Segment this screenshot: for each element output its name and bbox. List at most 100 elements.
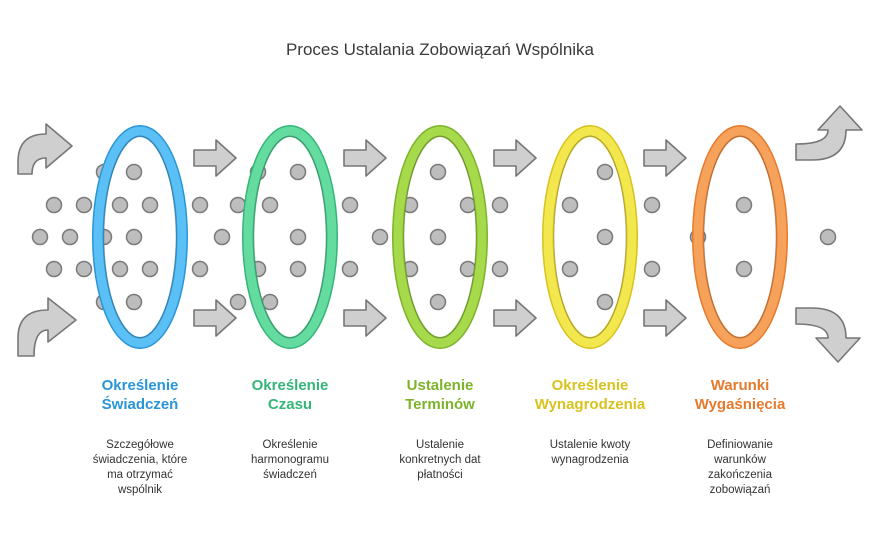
- stage-description-line: zobowiązań: [709, 484, 771, 496]
- stage-title-line: Wynagrodzenia: [534, 396, 646, 413]
- stage-title-line: Świadczeń: [101, 396, 179, 413]
- filter-ring-2-inner: [243, 126, 337, 348]
- stage-description-line: zakończenia: [708, 469, 772, 481]
- particle-dot: [341, 196, 359, 214]
- stage-description-line: Szczegółowe: [106, 439, 174, 451]
- filter-ring-3-inner: [393, 126, 487, 348]
- stage-title-line: Określenie: [551, 377, 629, 394]
- arrow-bottom-4: [643, 299, 687, 337]
- stage-description-line: Określenie: [262, 439, 318, 451]
- particle-dot: [45, 196, 63, 214]
- particle-dot: [141, 260, 159, 278]
- stage-title-line: Określenie: [101, 377, 179, 394]
- stage-title-line: Ustalenie: [406, 377, 474, 394]
- stage-description: Określenie harmonogramu świadczeń: [215, 438, 365, 483]
- diagram-title: Proces Ustalania Zobowiązań Wspólnika: [285, 40, 595, 59]
- filter-ring-4-inner: [543, 126, 637, 348]
- particle-dot: [429, 293, 447, 311]
- particle-dot: [643, 260, 661, 278]
- particle-dot: [111, 260, 129, 278]
- stage-description-line: świadczeń: [263, 469, 317, 481]
- stage-title-line: Określenie: [251, 377, 329, 394]
- filter-ring-5-inner: [693, 126, 787, 348]
- filter-ring-4-edge: [553, 135, 627, 339]
- stage-description-line: wspólnik: [117, 484, 163, 496]
- particle-dot: [125, 163, 143, 181]
- particle-dot: [819, 228, 837, 246]
- arrow-top-4: [643, 139, 687, 177]
- particle-dot: [125, 228, 143, 246]
- curved-arrow-in-bottom: [17, 297, 77, 357]
- particle-dot: [491, 260, 509, 278]
- particle-dot: [191, 260, 209, 278]
- particle-dot: [491, 196, 509, 214]
- particle-dot: [341, 260, 359, 278]
- stage-description-line: Definiowanie: [707, 439, 773, 451]
- curved-arrow-in-top: [17, 123, 73, 175]
- curved-arrow-out-bottom: [795, 307, 861, 363]
- particle-dot: [429, 228, 447, 246]
- arrow-top-2: [343, 139, 387, 177]
- stage-description-line: harmonogramu: [251, 454, 329, 466]
- particle-dot: [596, 163, 614, 181]
- particle-dot: [289, 163, 307, 181]
- particle-dot: [596, 293, 614, 311]
- stage-title-line: Warunki: [710, 377, 770, 394]
- particle-dot: [75, 196, 93, 214]
- particle-dot: [125, 293, 143, 311]
- particle-dot: [735, 260, 753, 278]
- particle-dot: [31, 228, 49, 246]
- stage-description-line: wynagrodzenia: [551, 454, 629, 466]
- arrow-bottom-2: [343, 299, 387, 337]
- filter-ring-3-edge: [403, 135, 477, 339]
- particle-dot: [261, 196, 279, 214]
- particle-dot: [229, 293, 247, 311]
- filter-ring-1-inner: [93, 126, 187, 348]
- arrow-bottom-3: [493, 299, 537, 337]
- particle-dot: [45, 260, 63, 278]
- stage-title-line: Wygaśnięcia: [694, 396, 786, 413]
- stage-title-line: Czasu: [267, 396, 313, 413]
- stage-description-line: konkretnych dat: [399, 454, 481, 466]
- curved-arrow-out-top: [795, 105, 863, 161]
- arrow-top-1: [193, 139, 237, 177]
- stage-description-line: świadczenia, które: [92, 454, 188, 466]
- particle-dot: [429, 163, 447, 181]
- particle-dot: [61, 228, 79, 246]
- filter-ring-2-edge: [253, 135, 327, 339]
- stage-description-line: płatności: [417, 469, 463, 481]
- particle-dot: [289, 228, 307, 246]
- particle-dot: [213, 228, 231, 246]
- stage-description: Definiowanie warunków zakończenia zobowiąza…: [665, 438, 815, 498]
- particle-dot: [141, 196, 159, 214]
- arrow-top-3: [493, 139, 537, 177]
- stage-description: Ustalenie kwoty wynagrodzenia: [515, 438, 665, 468]
- stage-description-line: ma otrzymać: [107, 469, 173, 481]
- stage-description-line: warunków: [714, 454, 766, 466]
- particle-dot: [596, 228, 614, 246]
- stage-description-line: Ustalenie kwoty: [549, 439, 631, 451]
- stage-title-line: Terminów: [405, 396, 475, 413]
- particle-dot: [561, 260, 579, 278]
- filter-ring-1-edge: [103, 135, 177, 339]
- particle-dot: [289, 260, 307, 278]
- filter-ring-5-edge: [703, 135, 777, 339]
- particle-dot: [371, 228, 389, 246]
- particle-dot: [111, 196, 129, 214]
- particle-dot: [75, 260, 93, 278]
- particle-dot: [643, 196, 661, 214]
- stage-description: Szczegółowe świadczenia, które ma otrzymać…: [65, 438, 215, 498]
- particle-dot: [735, 196, 753, 214]
